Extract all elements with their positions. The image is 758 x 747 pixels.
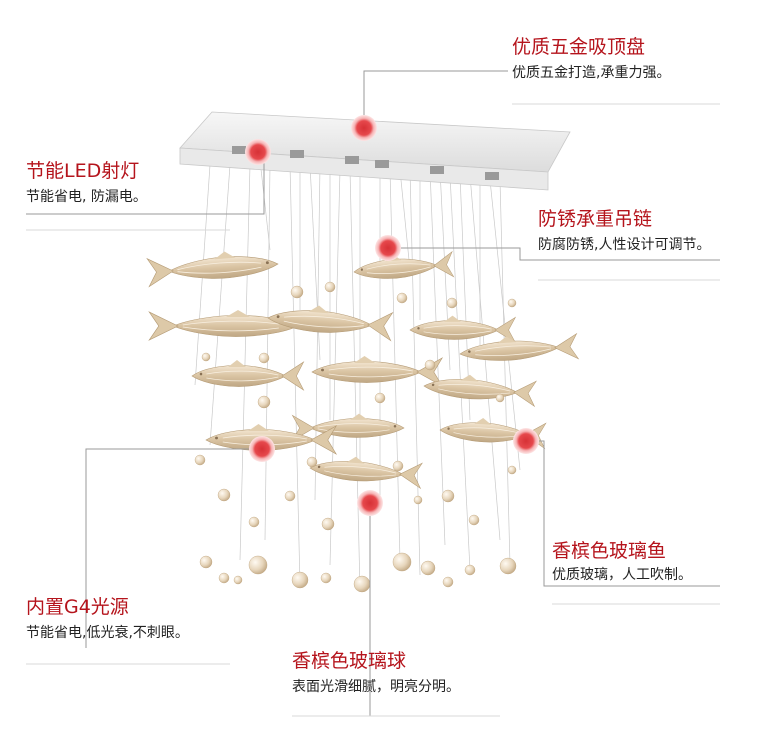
callout-desc-glass-fish: 优质玻璃，人工吹制。 xyxy=(552,567,692,583)
callout-desc-g4-source: 节能省电,低光衰,不刺眼。 xyxy=(26,625,189,641)
marker-glass-ball xyxy=(357,490,383,516)
callout-title-g4-source: 内置G4光源 xyxy=(26,596,129,618)
glass-ball-group xyxy=(194,281,517,593)
glass-fish-group xyxy=(146,247,579,489)
caption-underlines xyxy=(26,103,720,717)
callout-title-ceiling-plate: 优质五金吸顶盘 xyxy=(512,36,646,58)
callout-title-chain: 防锈承重吊链 xyxy=(538,208,653,230)
ceiling-plate xyxy=(179,111,571,191)
marker-chain xyxy=(375,235,401,261)
callout-desc-chain: 防腐防锈,人性设计可调节。 xyxy=(538,237,711,253)
callout-title-led-spotlight: 节能LED射灯 xyxy=(26,160,140,182)
callout-markers xyxy=(245,115,539,516)
marker-led-spotlight xyxy=(245,139,271,165)
marker-glass-fish xyxy=(513,428,539,454)
callout-title-glass-fish: 香槟色玻璃鱼 xyxy=(552,540,667,562)
marker-ceiling-plate xyxy=(351,115,377,141)
callout-desc-ceiling-plate: 优质五金打造,承重力强。 xyxy=(512,65,671,81)
callout-desc-glass-ball: 表面光滑细腻，明亮分明。 xyxy=(292,679,460,695)
callout-desc-led-spotlight: 节能省电, 防漏电。 xyxy=(26,189,147,205)
marker-g4-source xyxy=(249,436,275,462)
callout-title-glass-ball: 香槟色玻璃球 xyxy=(292,650,407,672)
